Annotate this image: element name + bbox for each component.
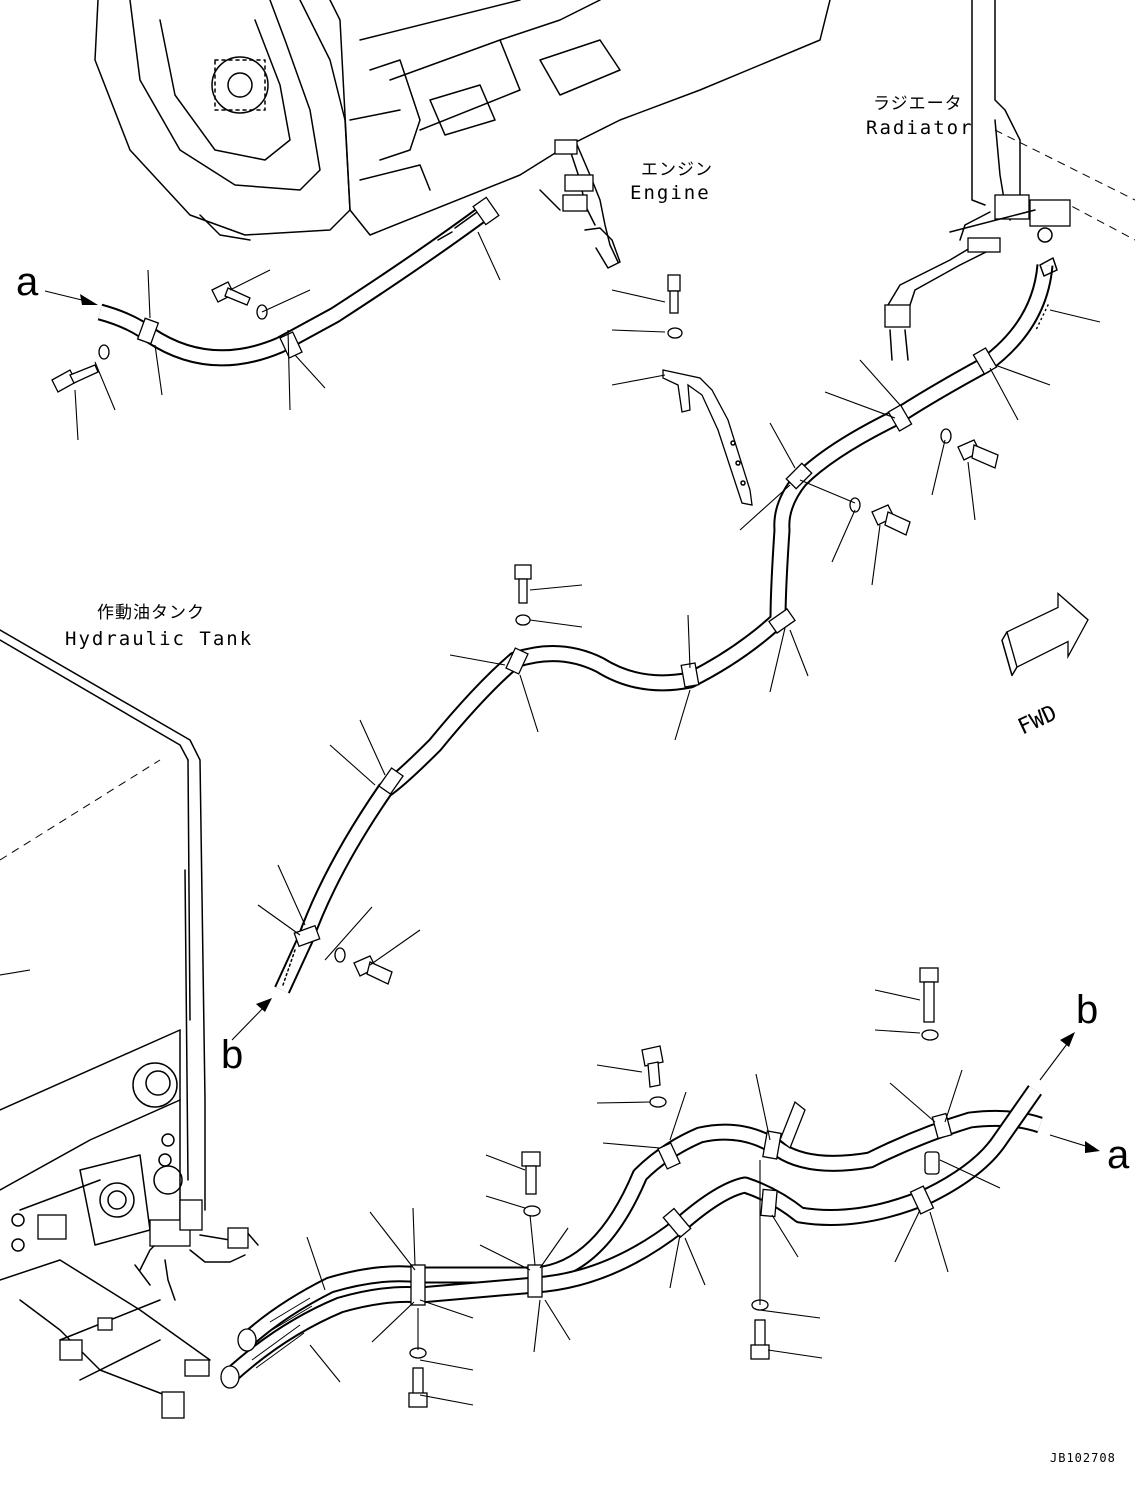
- engine-label-en: Engine: [630, 182, 711, 204]
- callout-a-right: a: [1107, 1133, 1130, 1177]
- leader-lines: [0, 231, 1101, 1406]
- callout-a-upper: a: [16, 260, 39, 304]
- radiator-label-en: Radiator: [866, 117, 974, 139]
- hose-radiator-to-b: [274, 257, 1058, 994]
- hardware-upper-left: [51, 281, 268, 393]
- radiator-frame: [884, 0, 1135, 361]
- fwd-arrow-indicator: [1001, 591, 1089, 677]
- hardware-center: [334, 428, 999, 985]
- lower-hose-pair: [220, 1085, 1043, 1389]
- radiator-label-jp: ラジエータ: [873, 94, 963, 114]
- hydraulic-tank: [0, 629, 259, 1419]
- engine-housing: [94, 0, 831, 241]
- hydraulic-tank-label-jp: 作動油タンク: [97, 603, 205, 623]
- callout-b-right: b: [1076, 988, 1099, 1032]
- hose-a-upper: [97, 196, 500, 367]
- engine-fitting: [554, 139, 621, 269]
- drawing-code: JB102708: [1050, 1451, 1116, 1465]
- flow-arrows: [44, 290, 1100, 1153]
- mounting-bracket: [662, 274, 753, 506]
- hydraulic-tank-label-en: Hydraulic Tank: [65, 628, 254, 650]
- engine-label-jp: エンジン: [641, 160, 713, 180]
- hardware-lower: [408, 967, 939, 1408]
- callout-b-lower: b: [221, 1033, 244, 1077]
